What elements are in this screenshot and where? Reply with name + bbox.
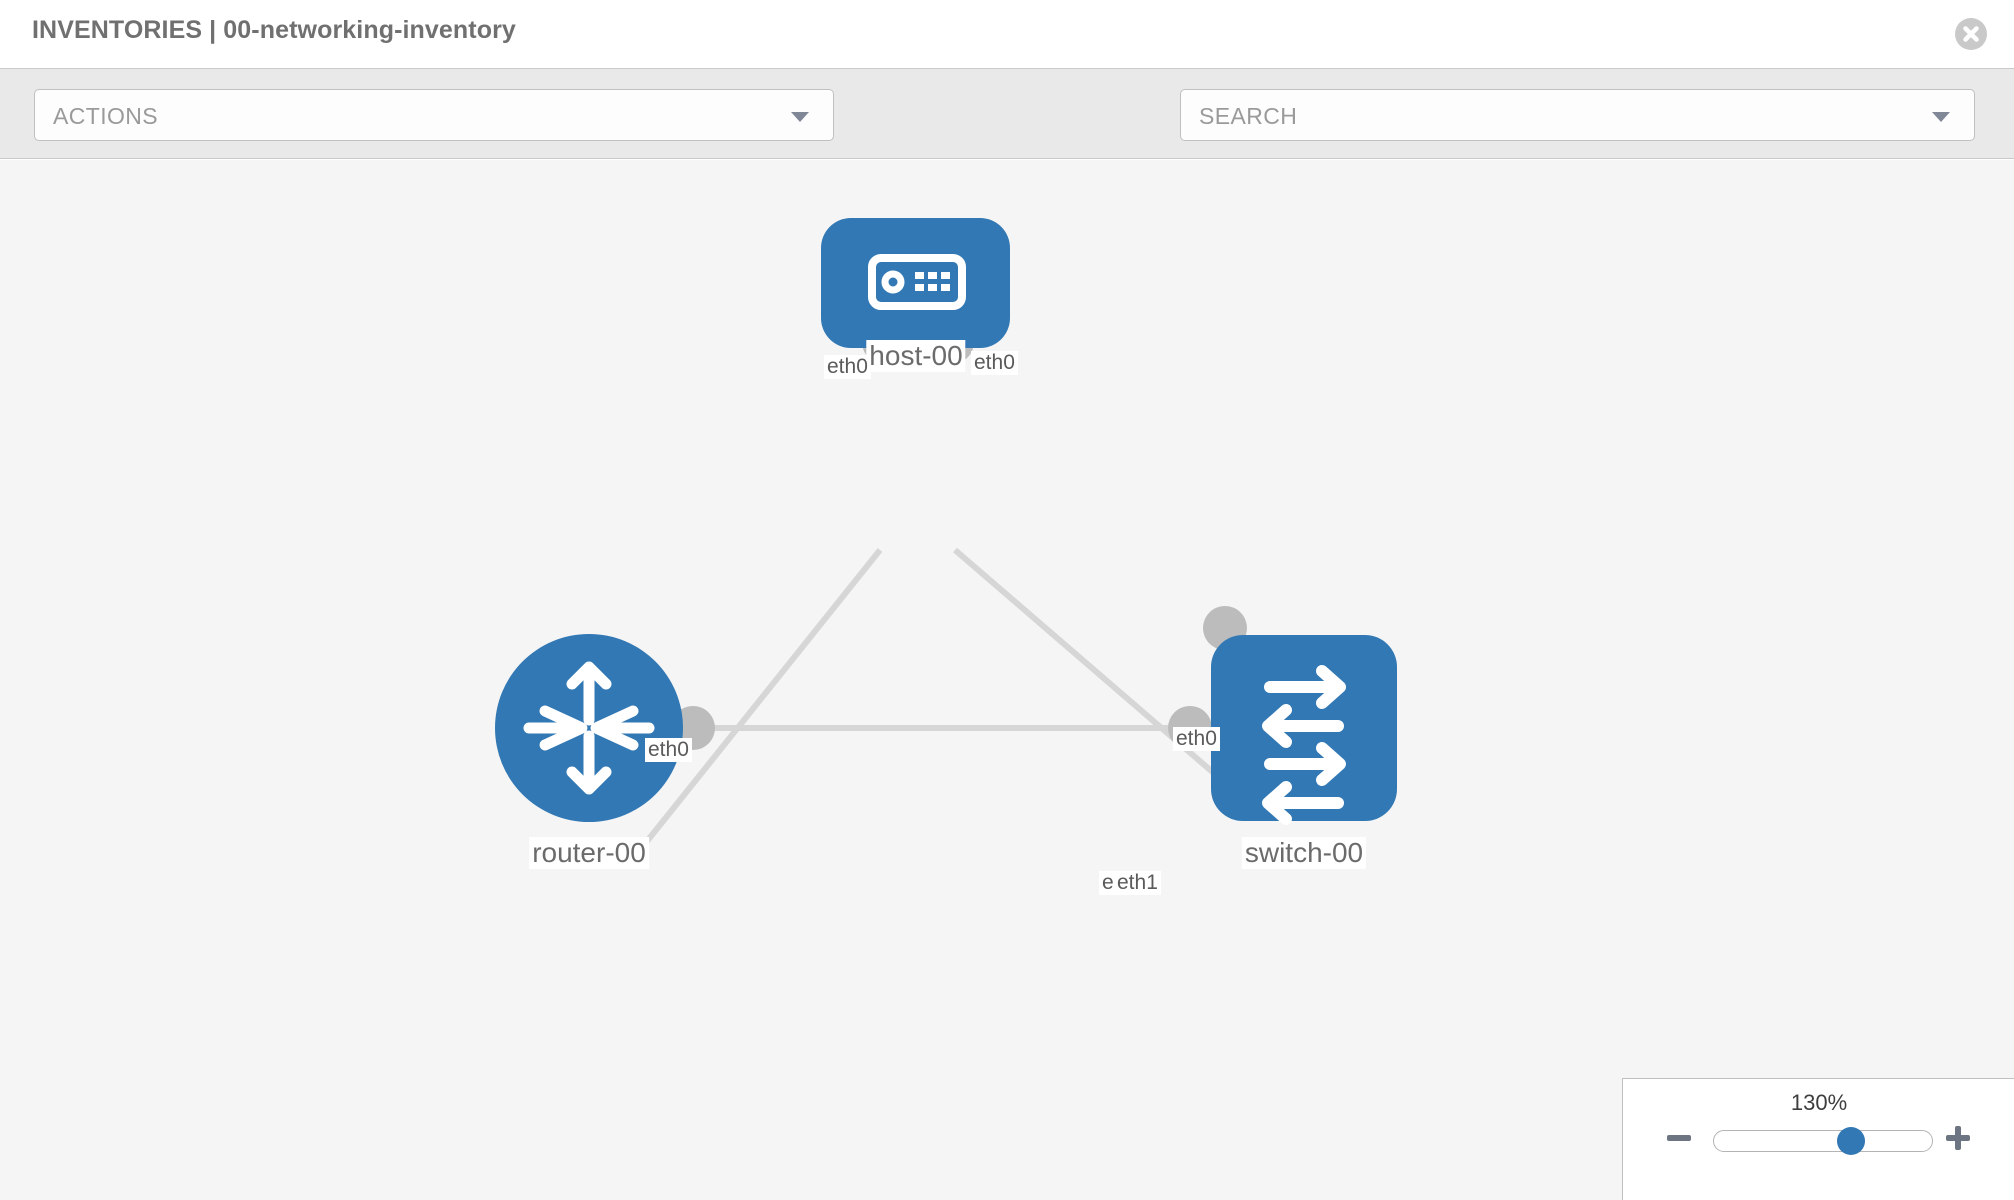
node-label-host: host-00 xyxy=(866,340,966,372)
zoom-slider-track[interactable] xyxy=(1713,1130,1933,1152)
node-router xyxy=(495,634,683,822)
topology-connectors xyxy=(671,320,1247,750)
topology-graph xyxy=(495,218,1397,852)
router-arrows-icon xyxy=(523,661,655,795)
node-router-shape xyxy=(495,634,683,822)
interface-label-switch-up: eth0 xyxy=(1173,727,1220,751)
zoom-out-icon[interactable] xyxy=(1664,1123,1694,1153)
switch-arrows-icon xyxy=(1262,665,1346,825)
search-input[interactable]: SEARCH xyxy=(1180,89,1975,141)
node-host xyxy=(821,218,1010,348)
interface-label-switch-left: eth1 xyxy=(1114,871,1161,895)
page-title: INVENTORIES | 00-networking-inventory xyxy=(32,16,516,44)
zoom-in-icon[interactable] xyxy=(1943,1123,1973,1153)
node-switch xyxy=(1211,635,1397,825)
page-header: INVENTORIES | 00-networking-inventory xyxy=(0,0,2014,69)
interface-label-router-up: eth0 xyxy=(645,738,692,762)
server-icon xyxy=(868,254,966,310)
node-label-router: router-00 xyxy=(529,837,649,869)
node-label-switch: switch-00 xyxy=(1241,837,1367,869)
interface-label-host-left: eth0 xyxy=(824,355,871,379)
chevron-down-icon[interactable] xyxy=(1932,112,1950,122)
actions-dropdown-label: ACTIONS xyxy=(53,103,159,129)
zoom-level-label: 130% xyxy=(1790,1090,1848,1115)
chevron-down-icon xyxy=(791,112,809,122)
actions-dropdown[interactable]: ACTIONS xyxy=(34,89,834,141)
link-host-router xyxy=(637,548,883,852)
interface-label-host-right: eth0 xyxy=(971,351,1018,375)
close-icon[interactable] xyxy=(1954,17,1988,51)
toolbar: ACTIONS SEARCH xyxy=(0,69,2014,197)
zoom-control-panel: 130% xyxy=(1622,1078,2014,1200)
topology-links xyxy=(637,547,1247,852)
topology-canvas[interactable]: host-00 router-00 switch-00 eth0 eth0 et… xyxy=(0,160,2014,1200)
search-placeholder: SEARCH xyxy=(1199,103,1298,129)
link-host-switch xyxy=(953,547,1247,803)
zoom-slider-thumb[interactable] xyxy=(1837,1127,1865,1155)
node-host-shape xyxy=(821,218,1010,348)
